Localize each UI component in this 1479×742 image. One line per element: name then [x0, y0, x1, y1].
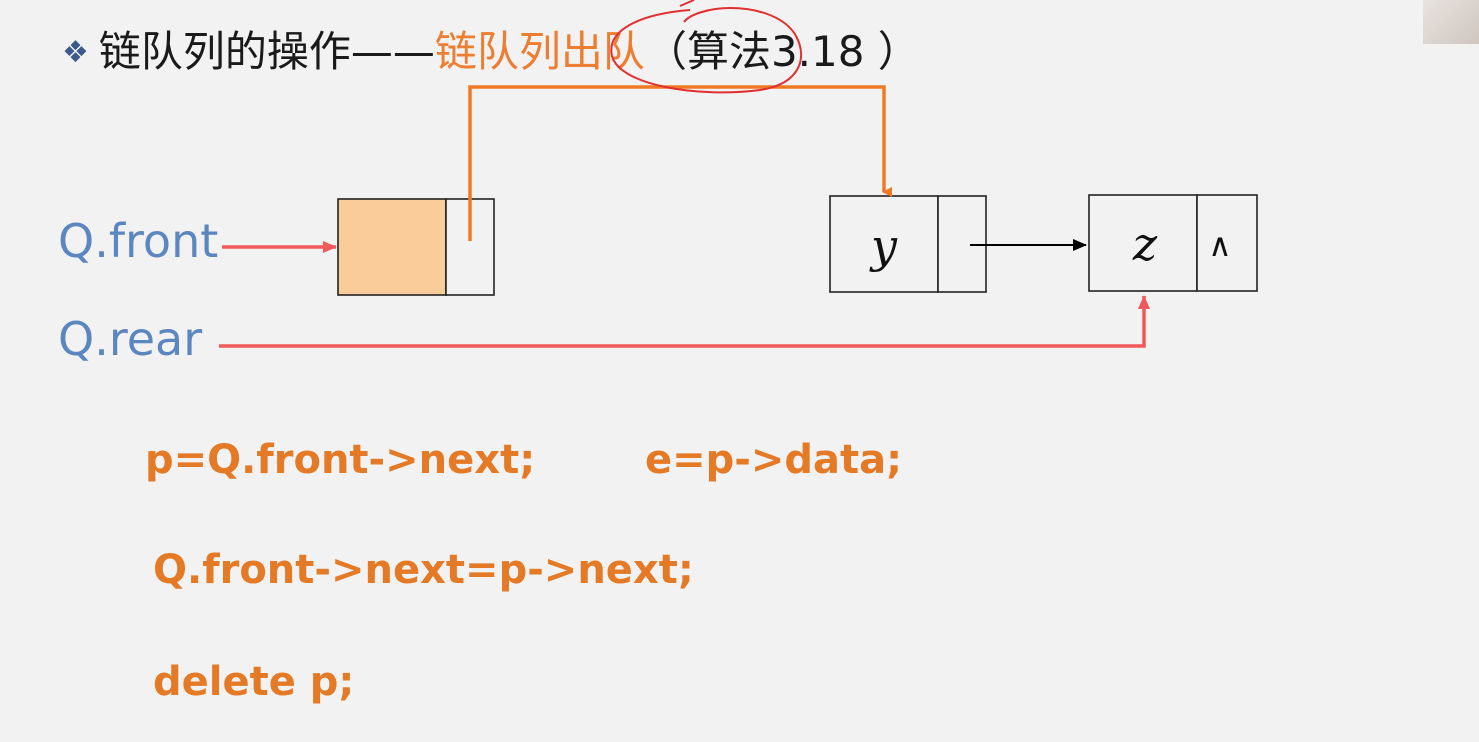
handwritten-mark-annotation [679, 0, 695, 7]
title-prefix: 链队列的操作—— [98, 27, 435, 76]
title-suffix: （算法3.18 ） [644, 27, 920, 76]
node-z-data-cell [1088, 194, 1198, 292]
code-line-3: delete p; [153, 659, 355, 705]
node-z-label: z [1132, 217, 1158, 271]
rear-pointer-arrow [219, 295, 1150, 348]
rear-pointer-label: Q.rear [58, 312, 203, 366]
node-z-next-cell [1196, 194, 1258, 292]
handwritten-circle-annotation [610, 6, 803, 94]
null-marker-label: ∧ [1208, 226, 1231, 264]
head-node-data-cell [337, 198, 447, 296]
code-line-2: Q.front->next=p->next; [153, 547, 694, 593]
node-y-label: y [869, 219, 898, 273]
slide-title: ❖ 链队列的操作——链队列出队（算法3.18 ） [62, 18, 920, 79]
title-highlight: 链队列出队 [434, 27, 645, 76]
diamond-bullet-icon: ❖ [62, 35, 89, 70]
front-pointer-label: Q.front [58, 214, 219, 268]
new-front-link-arrow [468, 85, 892, 241]
presenter-thumbnail [1423, 0, 1479, 44]
code-line-1a: p=Q.front->next; [145, 437, 536, 483]
code-line-1b: e=p->data; [645, 437, 903, 483]
